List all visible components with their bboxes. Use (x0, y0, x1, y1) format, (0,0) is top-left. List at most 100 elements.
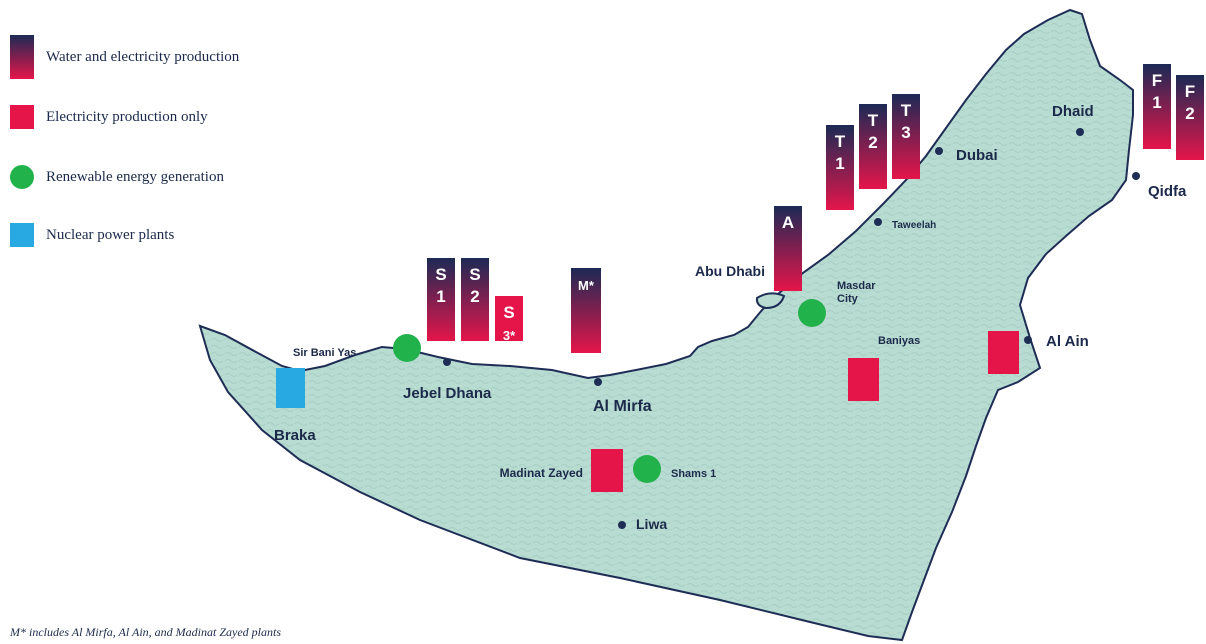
place-label: Abu Dhabi (695, 263, 765, 279)
place-shams-1: Shams 1 (671, 468, 716, 480)
plant-label: 1 (835, 154, 844, 173)
legend-swatch-water-electricity (10, 35, 34, 79)
place-label: Liwa (636, 516, 667, 532)
plant-label: S (503, 303, 514, 322)
plant-sir-bani-yas-renewable (393, 334, 421, 362)
footnote: M* includes Al Mirfa, Al Ain, and Madina… (10, 625, 281, 639)
plant-label: 1 (1152, 93, 1161, 112)
water-electricity-plant-marker (859, 104, 887, 189)
plant-t2: T2 (859, 104, 887, 189)
place-al-ain: Al Ain (1024, 333, 1089, 350)
plant-s3: S3* (495, 296, 523, 343)
electricity-only-plant-marker (495, 296, 523, 341)
place-baniyas: Baniyas (878, 335, 920, 347)
place-label: Dubai (956, 147, 998, 164)
plant-label: 3 (901, 123, 910, 142)
plant-label: 2 (1185, 104, 1194, 123)
plant-s2: S2 (461, 258, 489, 341)
water-electricity-plant-marker (774, 206, 802, 291)
legend-label: Electricity production only (46, 108, 208, 125)
place-dot (1132, 172, 1140, 180)
water-electricity-plant-marker (892, 94, 920, 179)
plant-label: F (1185, 82, 1195, 101)
plant-braka-nuclear (276, 368, 305, 408)
plant-baniyas-electricity (848, 358, 879, 401)
place-label: Taweelah (892, 220, 936, 231)
legend-swatch-nuclear (10, 223, 34, 247)
place-dhaid: Dhaid (1052, 103, 1094, 136)
plant-label: F (1152, 71, 1162, 90)
plant-m: M* (571, 268, 601, 353)
place-liwa: Liwa (618, 516, 667, 532)
abu-dhabi-island (755, 292, 786, 310)
renewable-plant-marker (633, 455, 661, 483)
plant-f1: F1 (1143, 64, 1171, 149)
place-label: Madinat Zayed (500, 466, 583, 480)
plant-al-ain-electricity (988, 331, 1019, 374)
legend-label: Nuclear power plants (46, 226, 175, 243)
legend-label: Water and electricity production (46, 48, 240, 65)
legend-row-electricity-only: Electricity production only (10, 102, 208, 132)
place-al-mirfa: Al Mirfa (593, 378, 652, 415)
plant-label: T (868, 111, 879, 130)
renewable-plant-marker (393, 334, 421, 362)
place-dot (874, 218, 882, 226)
water-electricity-plant-marker (826, 125, 854, 210)
plant-shams-renewable (633, 455, 661, 483)
place-dot (594, 378, 602, 386)
place-jebel-dhana: Jebel Dhana (403, 358, 492, 402)
place-abu-dhabi: Abu Dhabi (695, 263, 765, 279)
place-label: Shams 1 (671, 468, 716, 480)
place-dot (443, 358, 451, 366)
electricity-only-plant-marker (591, 449, 623, 492)
place-label: Braka (274, 427, 316, 444)
plant-label: S (469, 265, 480, 284)
legend-swatch-electricity-only (10, 105, 34, 129)
plant-label: 2 (470, 287, 479, 306)
legend-row-water-electricity: Water and electricity production (10, 35, 240, 79)
place-qidfa: Qidfa (1132, 172, 1187, 200)
place-label: Dhaid (1052, 103, 1094, 120)
plant-label: S (435, 265, 446, 284)
place-label: Jebel Dhana (403, 385, 492, 402)
water-electricity-plant-marker (571, 268, 601, 353)
nuclear-plant-marker (276, 368, 305, 408)
place-label: Sir Bani Yas (293, 347, 356, 359)
place-dot (1076, 128, 1084, 136)
plant-madinat-zayed-electricity (591, 449, 623, 492)
place-braka: Braka (274, 427, 316, 444)
plant-label: 1 (436, 287, 445, 306)
water-electricity-plant-marker (1176, 75, 1204, 160)
plant-a: A (774, 206, 802, 291)
legend-label: Renewable energy generation (46, 168, 224, 185)
legend-row-nuclear: Nuclear power plants (10, 220, 174, 250)
electricity-only-plant-marker (848, 358, 879, 401)
plant-label: T (901, 101, 912, 120)
place-madinat-zayed: Madinat Zayed (500, 466, 583, 480)
electricity-only-plant-marker (988, 331, 1019, 374)
water-electricity-plant-marker (461, 258, 489, 341)
place-label: Al Ain (1046, 333, 1089, 350)
plant-t1: T1 (826, 125, 854, 210)
plant-label: M* (578, 278, 595, 293)
place-label: Qidfa (1148, 183, 1187, 200)
plant-f2: F2 (1176, 75, 1204, 160)
uae-landmass (198, 8, 1134, 642)
plant-t3: T3 (892, 94, 920, 179)
place-label: Al Mirfa (593, 398, 652, 415)
place-taweelah: Taweelah (874, 218, 936, 231)
water-electricity-plant-marker (427, 258, 455, 341)
place-dubai: Dubai (935, 147, 998, 164)
place-label: Baniyas (878, 335, 920, 347)
renewable-plant-marker (798, 299, 826, 327)
legend-row-renewable: Renewable energy generation (10, 162, 224, 192)
place-sir-bani-yas: Sir Bani Yas (293, 347, 356, 359)
place-dot (1024, 336, 1032, 344)
plant-masdar-renewable (798, 299, 826, 327)
